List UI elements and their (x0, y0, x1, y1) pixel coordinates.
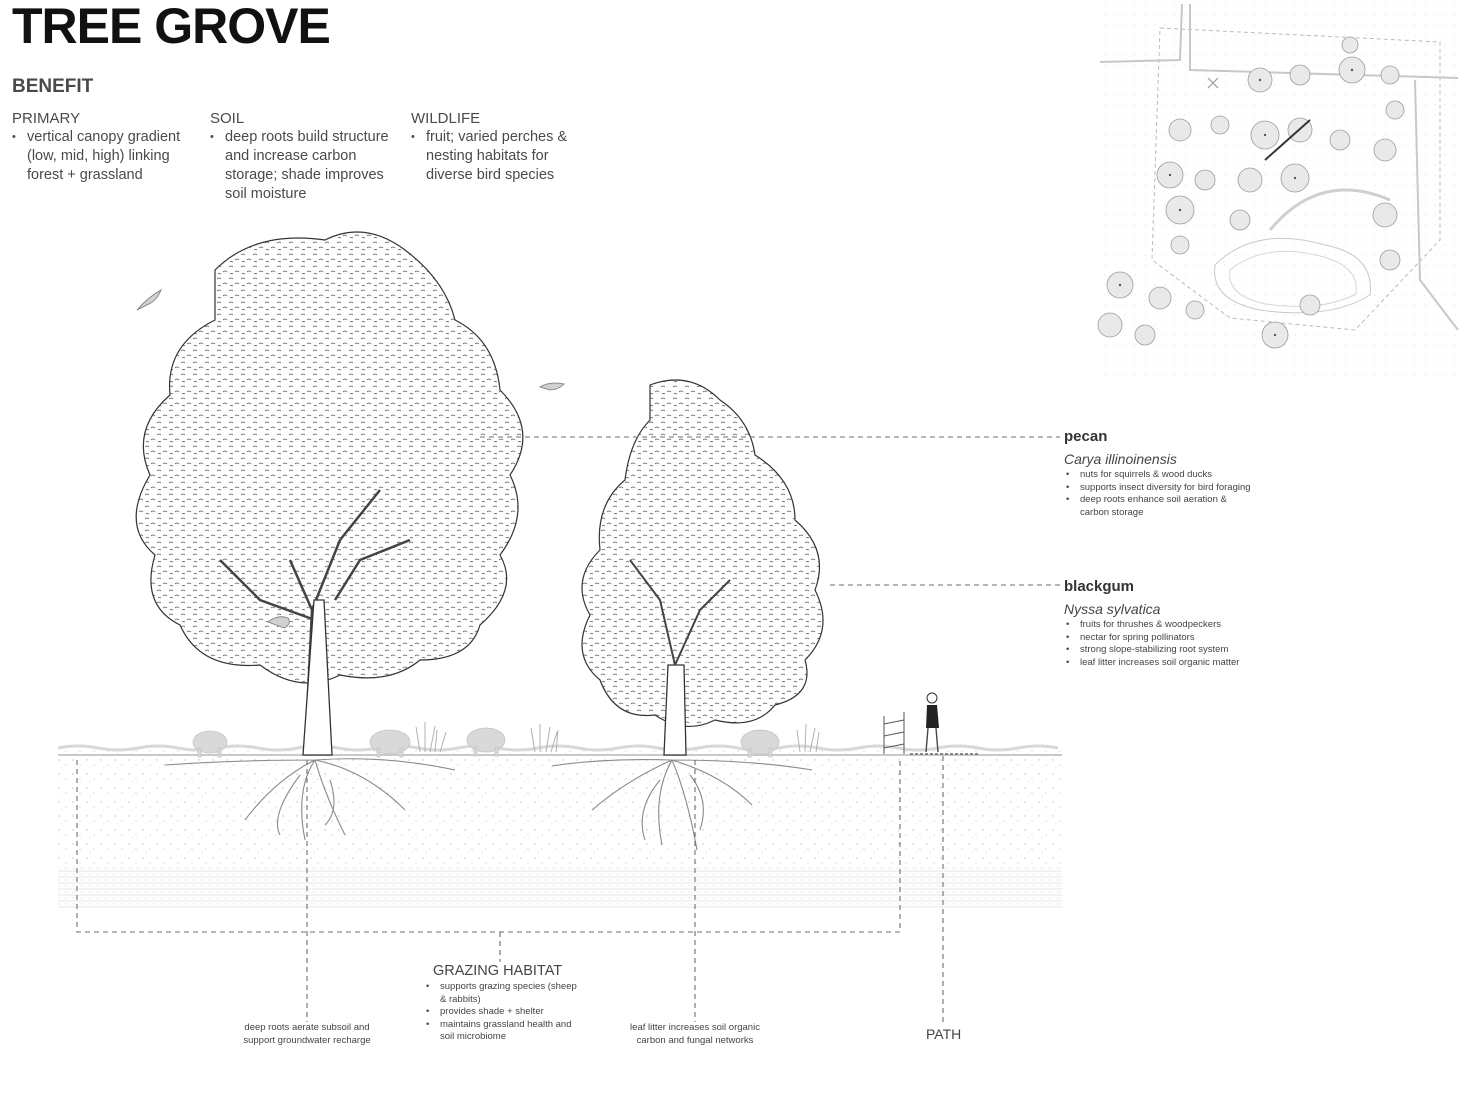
species-item: nectar for spring pollinators (1064, 632, 1254, 645)
subsoil-strata (58, 866, 1062, 908)
species-item: deep roots enhance soil aeration & carbo… (1064, 494, 1254, 519)
species-item: strong slope-stabilizing root system (1064, 644, 1254, 657)
species-name: pecan (1064, 428, 1254, 445)
blackgum-tree (582, 380, 823, 755)
grazing-item: supports grazing species (sheep & rabbit… (424, 981, 584, 1006)
species-callout-blackgum: blackgum Nyssa sylvatica fruits for thru… (1064, 578, 1254, 669)
species-latin: Carya illinoinensis (1064, 451, 1254, 467)
leaf-litter-note: leaf litter increases soil organic carbo… (620, 1022, 770, 1047)
pecan-tree (136, 232, 523, 755)
species-latin: Nyssa sylvatica (1064, 601, 1254, 617)
species-item: nuts for squirrels & wood ducks (1064, 469, 1254, 482)
grazing-item: maintains grassland health and soil micr… (424, 1019, 584, 1044)
path-label: PATH (926, 1026, 961, 1042)
person-figure (926, 693, 939, 752)
species-item: leaf litter increases soil organic matte… (1064, 657, 1254, 670)
grazing-item: provides shade + shelter (424, 1006, 584, 1019)
species-item: supports insect diversity for bird forag… (1064, 482, 1254, 495)
species-name: blackgum (1064, 578, 1254, 595)
soil-layer (58, 748, 1062, 866)
grazing-habitat-callout: GRAZING HABITAT supports grazing species… (424, 963, 584, 1044)
bird-icon (540, 383, 564, 390)
grazing-title: GRAZING HABITAT (424, 963, 584, 979)
bird-icon (137, 290, 161, 310)
deep-roots-note: deep roots aerate subsoil and support gr… (232, 1022, 382, 1047)
species-callout-pecan: pecan Carya illinoinensis nuts for squir… (1064, 428, 1254, 519)
site-plan-map (1098, 4, 1458, 376)
species-item: fruits for thrushes & woodpeckers (1064, 619, 1254, 632)
